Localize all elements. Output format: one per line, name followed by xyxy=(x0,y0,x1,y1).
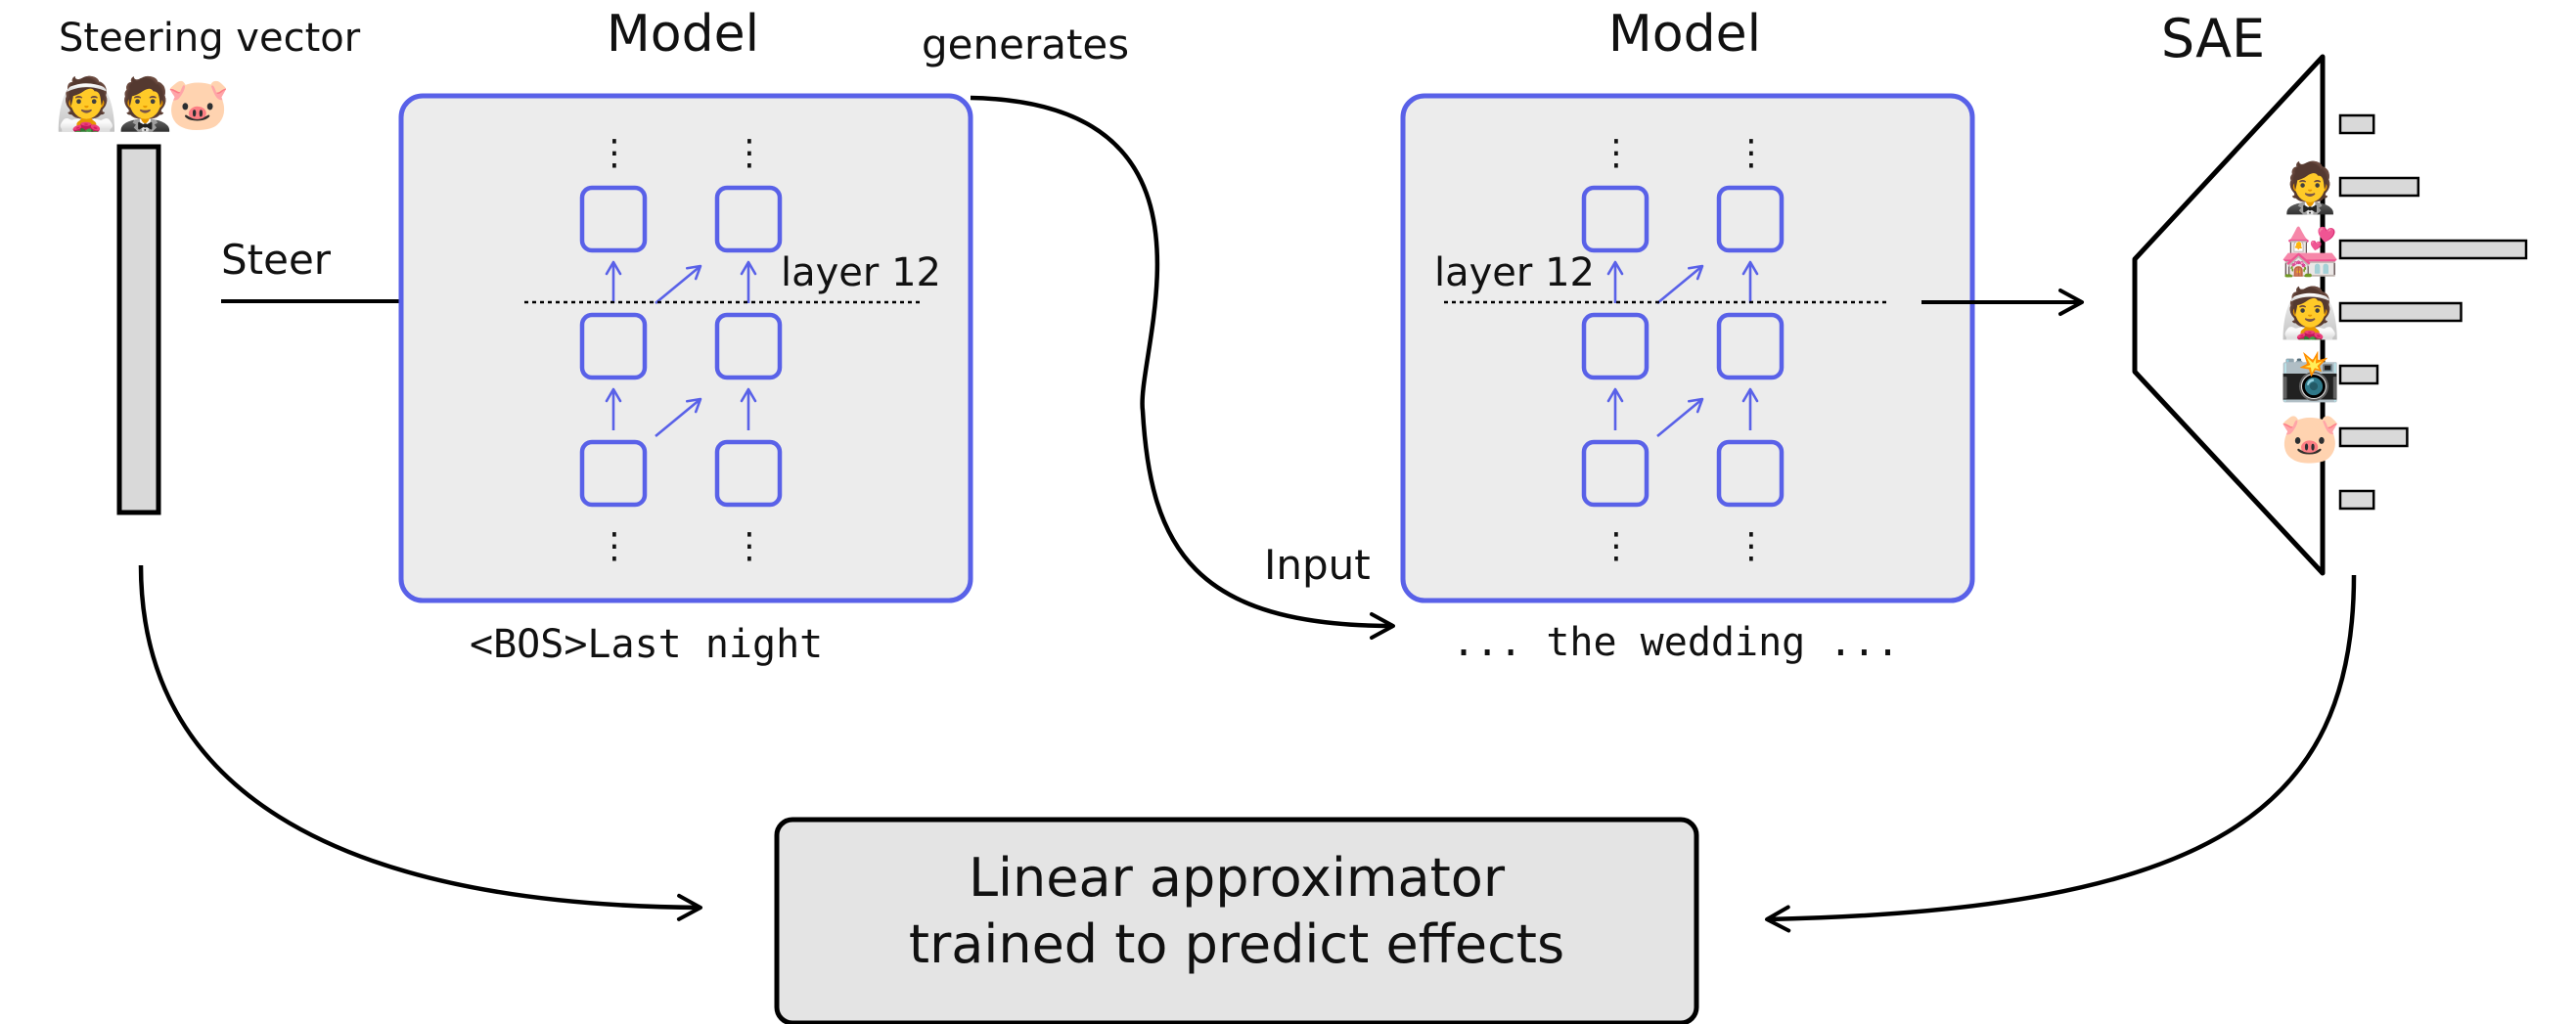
node xyxy=(714,185,783,253)
sae-trapezoid xyxy=(2132,54,2326,576)
node xyxy=(579,185,648,253)
ellipsis-icon: ⋮ xyxy=(732,526,767,566)
wedding-chapel-icon: 💒 xyxy=(2280,222,2340,279)
steering-to-approximator-arrow xyxy=(138,564,702,921)
ellipsis-icon: ⋮ xyxy=(732,133,767,173)
sae-to-approximator-arrow xyxy=(1765,574,2357,933)
sae-feature-bar xyxy=(2338,489,2375,511)
steer-label: Steer xyxy=(221,236,332,284)
ellipsis-icon: ⋮ xyxy=(1599,526,1634,566)
node-arrow xyxy=(655,397,702,438)
node xyxy=(714,439,783,508)
ellipsis-icon: ⋮ xyxy=(1599,133,1634,173)
node xyxy=(1581,185,1650,253)
ellipsis-icon: ⋮ xyxy=(1734,526,1769,566)
input-label: Input xyxy=(1264,541,1371,589)
layer-left-label: layer 12 xyxy=(781,250,941,295)
pig-icon: 🐷 xyxy=(2280,410,2340,467)
node-arrow xyxy=(1656,264,1704,305)
groom-icon: 🤵 xyxy=(2280,158,2340,216)
sae-feature-bar xyxy=(2338,301,2463,323)
sae-feature-bar xyxy=(2338,426,2409,448)
bride-icon: 👰 xyxy=(2280,284,2340,341)
ellipsis-icon: ⋮ xyxy=(1734,133,1769,173)
generates-arrow xyxy=(970,95,1395,640)
steering-vector-bar xyxy=(116,144,161,515)
node xyxy=(579,439,648,508)
sae-feature-list: 🤵 💒👰 📸 🐷 xyxy=(2280,113,2528,511)
node xyxy=(1581,439,1650,508)
node xyxy=(714,312,783,380)
layer-right-label: layer 12 xyxy=(1434,250,1595,295)
node xyxy=(1716,439,1785,508)
ellipsis-icon: ⋮ xyxy=(597,133,632,173)
prompt-left: <BOS>Last night xyxy=(470,622,823,667)
model-right-box: ⋮ ⋮ ⋮ ⋮ layer 12 xyxy=(1400,93,1975,603)
groom-icon: 🤵 xyxy=(113,73,177,134)
node xyxy=(1581,312,1650,380)
approximator-line2: trained to predict effects xyxy=(909,913,1564,975)
model-right-title: Model xyxy=(1608,5,1761,64)
steering-vector-label: Steering vector xyxy=(59,16,361,61)
sae-feature-bar xyxy=(2338,176,2420,198)
sae-feature-bar xyxy=(2338,239,2528,260)
model-left-title: Model xyxy=(607,5,759,64)
camera-icon: 📸 xyxy=(2280,347,2340,404)
prompt-right: ... the wedding ... xyxy=(1452,620,1900,665)
sae-title: SAE xyxy=(2161,8,2265,69)
bride-icon: 👰 xyxy=(55,73,118,134)
node xyxy=(579,312,648,380)
linear-approximator-box: Linear approximator trained to predict e… xyxy=(774,817,1699,1024)
model-left-box: ⋮ ⋮ ⋮ ⋮ layer 12 xyxy=(398,93,973,603)
ellipsis-icon: ⋮ xyxy=(597,526,632,566)
sae-feature-bar xyxy=(2338,364,2379,385)
steering-emoji-row: 👰 🤵 🐷 xyxy=(55,73,230,134)
pig-icon: 🐷 xyxy=(166,75,230,134)
node xyxy=(1716,312,1785,380)
node-arrow xyxy=(1656,397,1704,438)
node xyxy=(1716,185,1785,253)
sae-feature-bar xyxy=(2338,113,2375,135)
node-arrow xyxy=(655,264,702,305)
generates-label: generates xyxy=(922,21,1129,68)
approximator-line1: Linear approximator xyxy=(969,847,1506,909)
